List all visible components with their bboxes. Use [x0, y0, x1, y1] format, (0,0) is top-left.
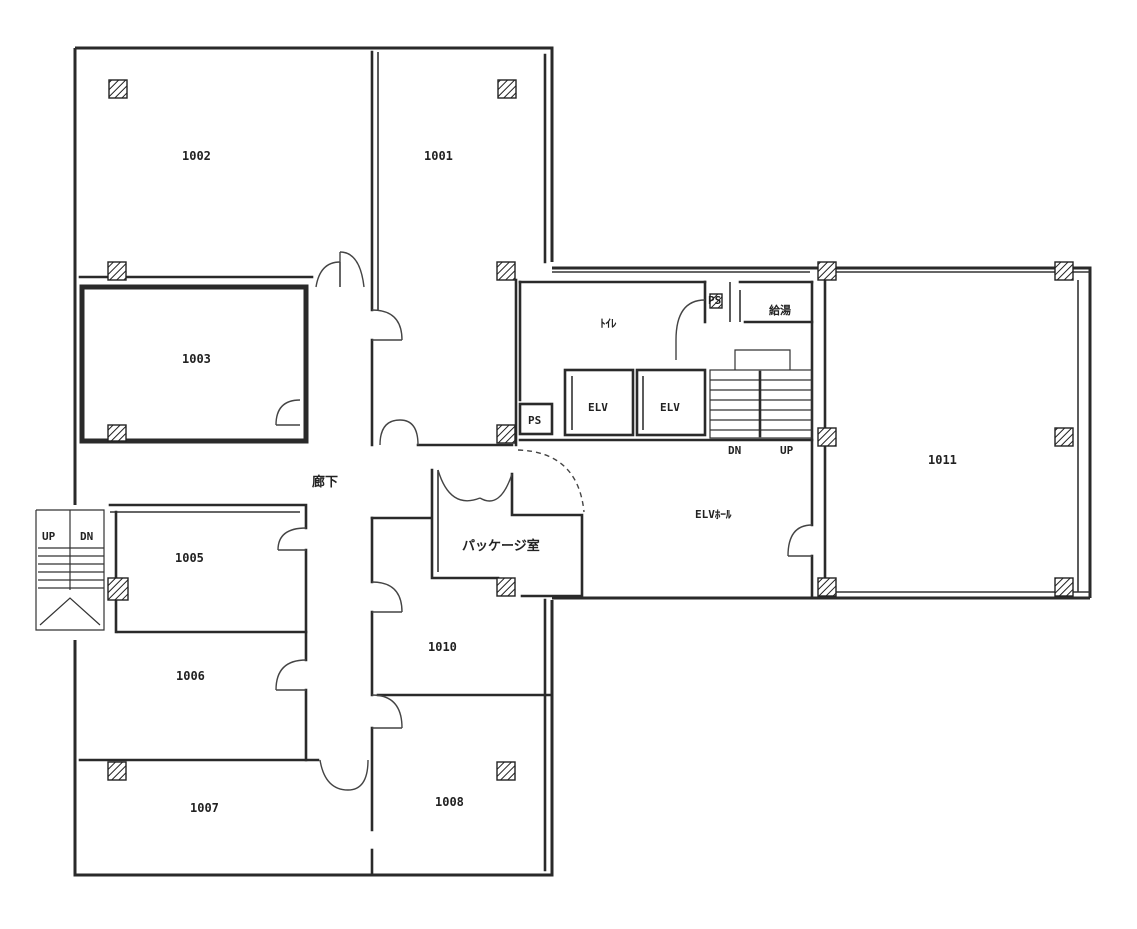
room-1007-label: 1007: [190, 801, 219, 815]
room-1002-label: 1002: [182, 149, 211, 163]
room-1008-label: 1008: [435, 795, 464, 809]
room-1003-label: 1003: [182, 352, 211, 366]
stair-right-dn-label: DN: [728, 444, 741, 457]
columns: [107, 79, 1074, 781]
room-1001-label: 1001: [424, 149, 453, 163]
stair-left-up-label: UP: [42, 530, 56, 543]
stair-left: [35, 509, 105, 631]
toilet-label: ﾄｲﾚ: [600, 317, 617, 330]
stair-left-dn-label: DN: [80, 530, 93, 543]
corridor-label: 廊下: [312, 474, 338, 490]
room-1005-label: 1005: [175, 551, 204, 565]
stair-right: [709, 349, 813, 439]
room-1011-label: 1011: [928, 453, 957, 467]
ps-label: PS: [528, 414, 541, 427]
doors: [275, 251, 813, 791]
kyuto-label: 給湯: [769, 303, 791, 317]
elv-1-label: ELV: [588, 401, 608, 414]
outer-walls: [73, 46, 1092, 877]
elv-2-label: ELV: [660, 401, 680, 414]
stair-right-up-label: UP: [780, 444, 794, 457]
elv-hall-label: ELVﾎｰﾙ: [695, 508, 732, 521]
room-1006-label: 1006: [176, 669, 205, 683]
room-labels: 1002 1001 1003 1005 1006 1007 1008 1010 …: [42, 149, 957, 815]
ps-small-label: PS: [708, 294, 721, 307]
room-1010-label: 1010: [428, 640, 457, 654]
package-room-label: パッケージ室: [462, 538, 540, 554]
